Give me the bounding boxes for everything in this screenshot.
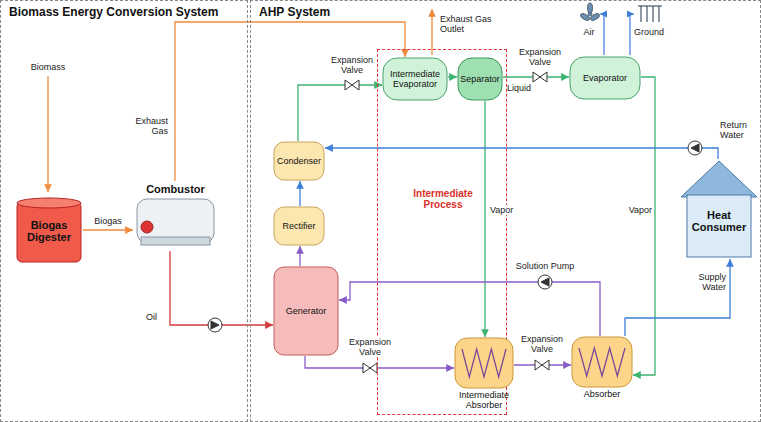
pipe-connector xyxy=(484,101,485,337)
node-label: Rectifier xyxy=(276,221,322,231)
flow-label: Expansion Valve xyxy=(515,47,565,67)
flow-label: Expansion Valve xyxy=(517,334,567,354)
fan-icon xyxy=(579,3,600,22)
node-label: Generator xyxy=(276,306,336,316)
node-label: AHP System xyxy=(259,6,330,19)
node-label: Combustor xyxy=(136,183,215,195)
digester-tank: Biogas Digester xyxy=(15,196,83,266)
pipe-connector xyxy=(625,259,730,336)
flow-label: Expansion Valve xyxy=(327,55,377,75)
heat-consumer-house: Heat Consumer xyxy=(679,159,759,259)
flow-label: Exhaust Gas xyxy=(120,116,168,136)
flow-label: Vapor xyxy=(490,205,520,215)
flow-label: Air xyxy=(576,27,602,37)
node-label: Condenser xyxy=(276,156,322,166)
pipe-connector xyxy=(175,22,405,181)
flow-label: Oil xyxy=(146,312,166,322)
pipe-connector xyxy=(448,76,457,77)
combustor-boiler: Combustor xyxy=(133,181,218,251)
node-label: Absorber xyxy=(574,389,630,399)
node-label: Evaporator xyxy=(572,73,638,83)
pipe-connector xyxy=(299,181,300,206)
expansion-valve xyxy=(345,72,549,373)
pipe-connector xyxy=(325,148,718,159)
node-label: Biogas Digester xyxy=(18,219,80,244)
node-label: Intermediate Process xyxy=(403,188,483,210)
pipe-connector xyxy=(83,229,133,230)
flow-label: Solution Pump xyxy=(512,261,578,271)
flow-label: Supply Water xyxy=(688,272,726,292)
separator-vessel: Separator xyxy=(457,57,503,101)
flow-label: Return Water xyxy=(720,120,758,140)
node-label: Separator xyxy=(460,74,500,84)
pipe-connector xyxy=(305,356,454,368)
node-label: Heat Consumer xyxy=(682,209,756,234)
node-label: Intermediate Evaporator xyxy=(385,69,445,89)
flow-label: Liquid xyxy=(507,83,537,93)
pipe-connector xyxy=(339,282,600,336)
evaporator-vessel: Intermediate Evaporator xyxy=(382,57,448,101)
pipe-connector xyxy=(299,246,300,266)
flow-label: Vapor xyxy=(620,205,652,215)
rectifier-vessel: Rectifier xyxy=(273,206,325,246)
condenser-vessel: Condenser xyxy=(273,141,325,181)
flow-label: Expansion Valve xyxy=(345,337,395,357)
biomass-feed xyxy=(47,76,48,192)
flow-label: Exhaust Gas Outlet xyxy=(440,14,504,34)
edge-label: Biogas xyxy=(88,216,128,226)
flow-label: Biomass xyxy=(28,62,68,72)
ground-icon xyxy=(638,6,662,22)
pipe-connector xyxy=(298,85,382,141)
evaporator-vessel: Evaporator xyxy=(569,56,641,100)
generator-vessel: Generator xyxy=(273,266,339,356)
pipe-connector xyxy=(170,251,273,325)
absorber-vessel: Absorber xyxy=(571,336,633,402)
node-label: Intermediate Absorber xyxy=(457,390,511,410)
pipe-connector xyxy=(633,77,655,375)
flow-label: Ground xyxy=(634,27,674,37)
node-label: Biomass Energy Conversion System xyxy=(9,6,218,19)
absorber-vessel: Intermediate Absorber xyxy=(454,337,514,413)
process-region: Intermediate Process Intermediate Evapora… xyxy=(377,49,507,415)
